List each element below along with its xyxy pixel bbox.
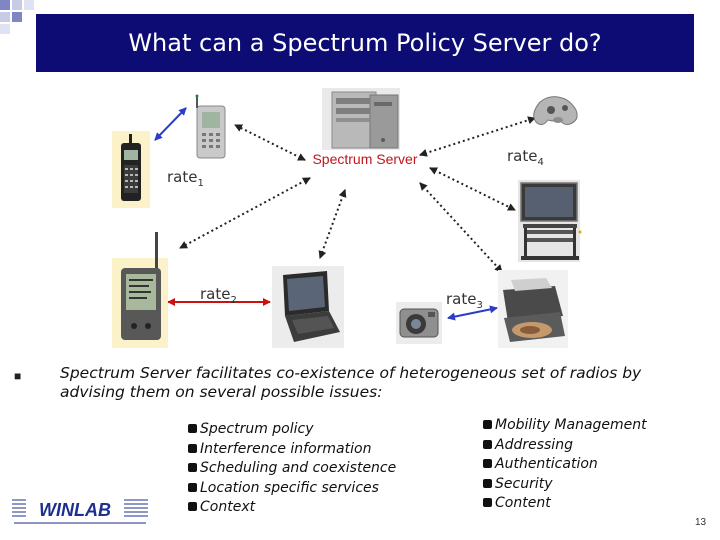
title-bar: What can a Spectrum Policy Server do? [36, 14, 694, 72]
arrow-camera-to-printer [447, 305, 498, 321]
arrow-server-to-laptop [318, 189, 347, 259]
list-item: Spectrum policy [188, 420, 396, 440]
checkbox-bullet-icon [188, 502, 197, 511]
list-item: Interference information [188, 440, 396, 460]
rate-2-label: rate2 [200, 285, 237, 306]
list-item: Content [483, 494, 647, 514]
list-item: Addressing [483, 436, 647, 456]
arrow-server-to-camera [419, 182, 503, 273]
logo-text: WINLAB [39, 500, 111, 520]
slide-title: What can a Spectrum Policy Server do? [128, 29, 602, 57]
server-icon [322, 88, 400, 150]
checkbox-bullet-icon [188, 463, 197, 472]
checkbox-bullet-icon [483, 478, 492, 488]
printer-icon [498, 270, 568, 348]
issues-list-right: Mobility Management Addressing Authentic… [483, 416, 647, 514]
checkbox-bullet-icon [188, 482, 197, 492]
cellphone-icon [112, 131, 150, 208]
rate-4-label: rate4 [507, 147, 544, 168]
checkbox-bullet-icon [188, 443, 197, 453]
checkbox-bullet-icon [483, 439, 492, 449]
page-number: 13 [695, 517, 707, 528]
pda-icon [195, 94, 226, 159]
game-controller-icon [533, 96, 578, 126]
issues-list-left: Spectrum policy Interference information… [188, 420, 396, 518]
list-item: Location specific services [188, 479, 396, 499]
spectrum-server-label: Spectrum Server [312, 151, 418, 167]
arrow-server-to-game-controller [419, 116, 536, 157]
arrow-server-to-pda [234, 124, 306, 161]
handheld-pc-icon [112, 232, 168, 348]
winlab-logo: WINLAB [12, 499, 148, 524]
tv-icon [518, 180, 582, 262]
checkbox-bullet-icon [483, 498, 492, 507]
camera-icon [396, 302, 442, 344]
list-item: Scheduling and coexistence [188, 459, 396, 479]
list-item: Mobility Management [483, 416, 647, 436]
rate-1-label: rate1 [167, 168, 204, 189]
arrow-server-to-tv [429, 167, 516, 211]
list-item: Authentication [483, 455, 647, 475]
list-item: Context [188, 498, 396, 518]
main-description: Spectrum Server facilitates co-existence… [60, 364, 642, 401]
decorative-squares [0, 0, 34, 34]
list-item: Security [483, 475, 647, 495]
checkbox-bullet-icon [483, 459, 492, 468]
arrow-cellphone-to-pda [154, 107, 187, 141]
checkbox-bullet-icon [188, 424, 197, 433]
bullet-square-icon: ■ [14, 369, 22, 383]
rate-3-label: rate3 [446, 290, 483, 311]
checkbox-bullet-icon [483, 420, 492, 429]
laptop-icon [272, 266, 344, 348]
network-diagram [112, 88, 582, 348]
